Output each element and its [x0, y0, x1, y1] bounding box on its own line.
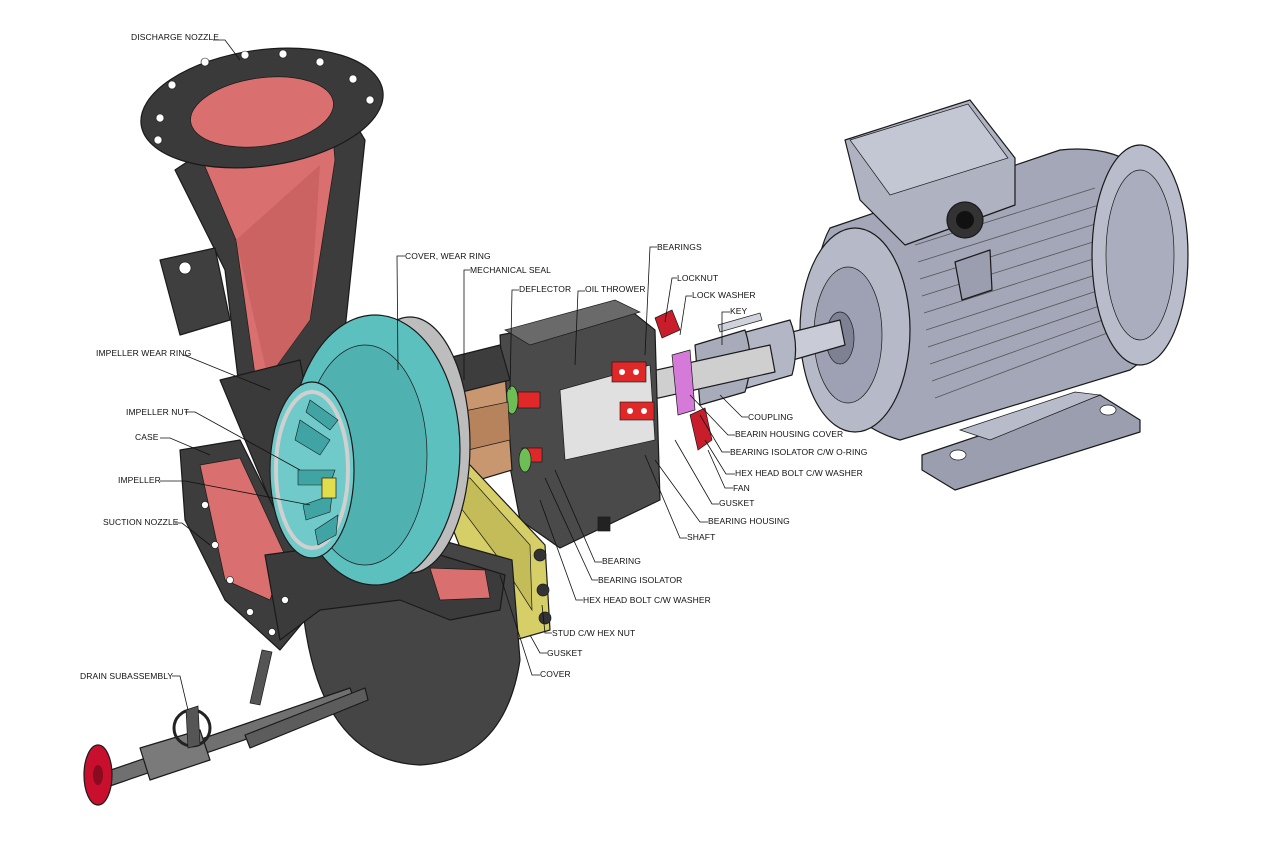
label-bearing-housing: BEARING HOUSING — [708, 516, 790, 526]
impeller-wear-ring — [274, 390, 350, 550]
drain-pipe — [104, 687, 356, 787]
bearing-housing-top — [504, 299, 641, 346]
drain-handwheel-hub — [93, 765, 103, 785]
cover-studs — [533, 548, 552, 625]
label-gusket-bottom: GUSKET — [547, 648, 583, 658]
valve-stem — [185, 705, 201, 749]
discharge-section-shade — [236, 165, 320, 378]
drain-support-leg — [249, 649, 273, 706]
label-deflector: DEFLECTOR — [519, 284, 571, 294]
label-gusket-right: GUSKET — [719, 498, 755, 508]
bearing-ball-detail — [619, 369, 647, 414]
label-bearing-isolator: BEARING ISOLATOR — [598, 575, 682, 585]
deflector-ring — [518, 447, 532, 473]
suction-flange-bolt-holes — [201, 501, 289, 636]
label-hex-head-bolt-right: HEX HEAD BOLT C/W WASHER — [735, 468, 863, 478]
label-impeller: IMPELLER — [118, 475, 161, 485]
label-bearing: BEARING — [602, 556, 641, 566]
fan-blades — [689, 407, 713, 451]
label-locknut: LOCKNUT — [677, 273, 718, 283]
drain-subassembly — [83, 649, 369, 806]
label-oil-thrower: OIL THROWER — [585, 284, 646, 294]
label-lock-washer: LOCK WASHER — [692, 290, 756, 300]
impeller-vanes — [294, 399, 339, 546]
pump-casing — [140, 47, 521, 766]
label-bearings: BEARINGS — [657, 242, 702, 252]
motor-fan-cover-inner — [1105, 169, 1175, 341]
drain-pipe-upper — [244, 687, 369, 749]
discharge-bore — [190, 76, 334, 148]
foot-hole — [178, 261, 192, 275]
label-fan: FAN — [733, 483, 750, 493]
casing-foot — [159, 247, 231, 336]
label-coupling: COUPLING — [748, 412, 793, 422]
terminal-box-lid — [849, 103, 1009, 196]
discharge-flange-bolt-holes — [153, 49, 375, 145]
foot-bolt-hole — [1099, 404, 1117, 416]
bearing-balls — [517, 361, 655, 463]
electric-motor — [799, 99, 1189, 491]
label-stud-hex-nut: STUD C/W HEX NUT — [552, 628, 635, 638]
housing-foot-bolt — [597, 516, 611, 532]
bearing-housing — [499, 299, 713, 549]
label-impeller-nut: IMPELLER NUT — [126, 407, 189, 417]
part-labels: DISCHARGE NOZZLE IMPELLER WEAR RING IMPE… — [80, 32, 867, 681]
foot-bolt-hole — [949, 449, 967, 461]
motor-foot-top — [958, 391, 1102, 441]
label-case: CASE — [135, 432, 159, 442]
label-shaft: SHAFT — [687, 532, 715, 542]
label-mechanical-seal: MECHANICAL SEAL — [470, 265, 551, 275]
impeller-assembly — [269, 314, 471, 586]
lifting-lug — [954, 249, 993, 301]
label-cover-wear-ring: COVER, WEAR RING — [405, 251, 491, 261]
label-key: KEY — [730, 306, 748, 316]
motor-cooling-fins — [914, 187, 1119, 399]
label-bearing-isolator-oring: BEARING ISOLATOR C/W O-RING — [730, 447, 867, 457]
label-discharge-nozzle: DISCHARGE NOZZLE — [131, 32, 219, 42]
volute-section-bore — [429, 567, 491, 601]
label-bearing-housing-cover: BEARIN HOUSING COVER — [735, 429, 843, 439]
label-drain-subassembly: DRAIN SUBASSEMBLY — [80, 671, 173, 681]
locknut — [654, 309, 681, 339]
bearing-housing-cover — [671, 349, 696, 416]
label-impeller-wear-ring: IMPELLER WEAR RING — [96, 348, 191, 358]
label-suction-nozzle: SUCTION NOZZLE — [103, 517, 179, 527]
label-hex-head-bolt-bottom: HEX HEAD BOLT C/W WASHER — [583, 595, 711, 605]
coupling-key — [717, 312, 763, 333]
cable-gland-inner — [956, 211, 974, 229]
impeller-nut — [321, 477, 337, 499]
leader-lines — [160, 39, 748, 711]
label-cover: COVER — [540, 669, 571, 679]
